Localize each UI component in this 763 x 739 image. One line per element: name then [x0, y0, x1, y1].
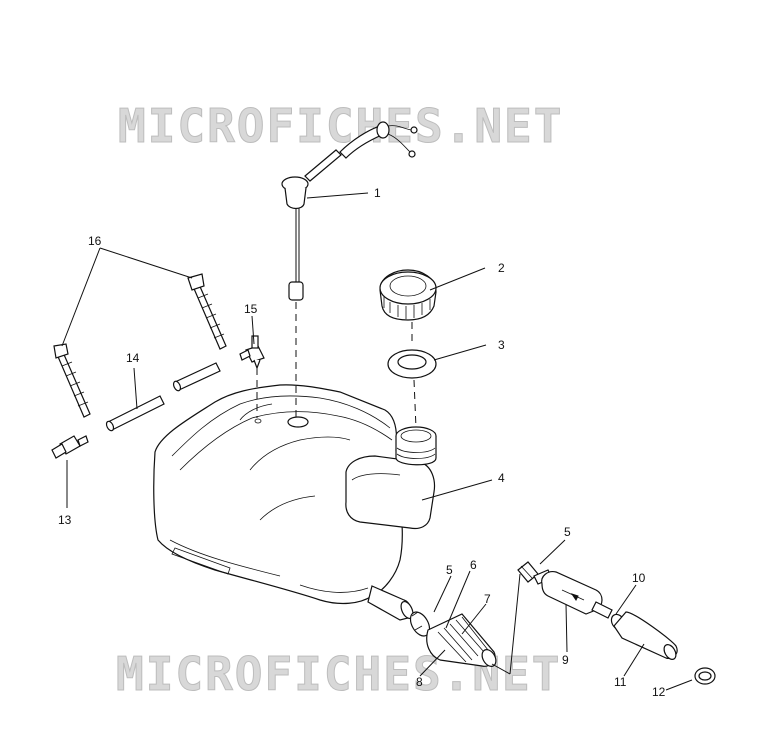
fuel-sender [281, 121, 418, 301]
fuel-cap [379, 269, 437, 321]
callout-7: 7 [484, 592, 491, 606]
callout-15: 15 [244, 302, 258, 316]
fuel-filter-assembly [517, 561, 678, 660]
hose-clamp [694, 667, 716, 685]
tank-straps [53, 273, 227, 418]
leader-lines [61, 192, 693, 691]
callout-3: 3 [498, 338, 505, 352]
cap-gasket [387, 349, 437, 379]
outlet-hose-assembly [409, 611, 497, 667]
callout-16: 16 [88, 234, 102, 248]
callout-8: 8 [416, 675, 423, 689]
callout-12: 12 [652, 685, 666, 699]
callout-5-hose: 5 [446, 563, 453, 577]
callout-5-filter: 5 [564, 525, 571, 539]
callout-13: 13 [58, 513, 72, 527]
callout-9: 9 [562, 653, 569, 667]
callout-1: 1 [374, 186, 381, 200]
callout-4: 4 [498, 471, 505, 485]
callouts: 1 2 3 4 5 5 6 7 8 9 10 11 12 13 14 15 16 [58, 186, 666, 699]
assembly-line-gasket [413, 379, 417, 429]
callout-6: 6 [470, 558, 477, 572]
callout-14: 14 [126, 351, 140, 365]
fuel-tank [153, 384, 437, 621]
callout-10: 10 [632, 571, 646, 585]
callout-2: 2 [498, 261, 505, 275]
callout-11: 11 [614, 675, 627, 689]
vent-hoses [105, 362, 221, 432]
check-valve [51, 435, 89, 459]
watermark-top: MICROFICHES.NET [118, 99, 563, 153]
vent-fitting [239, 335, 265, 370]
